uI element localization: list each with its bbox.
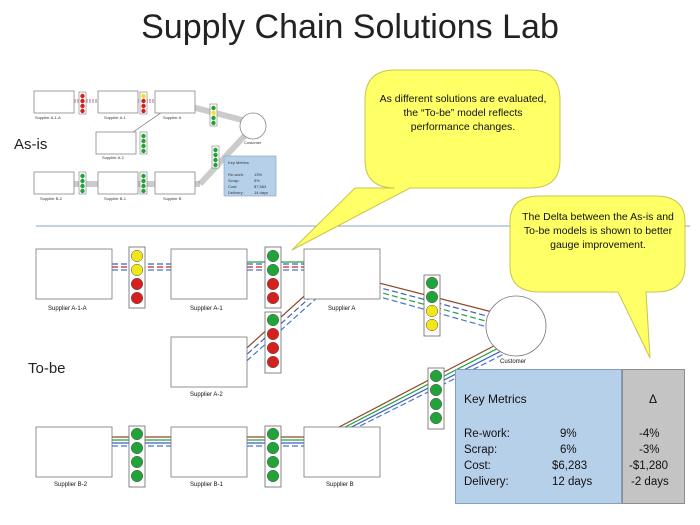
as-is-supplier-a-box [154,90,196,114]
to-be-label: To-be [28,360,66,377]
as-is-metric-value-1: 9% [254,178,260,183]
customer-label: Customer [500,359,527,365]
supplier-b1-label: Supplier B-1 [190,482,224,488]
as-is-metric-label-2: Cost: [228,184,238,189]
as-is-supplier-a1-box [97,90,139,114]
metric-label-delivery: Delivery: [464,476,509,488]
delta-delivery: -2 days [631,476,669,488]
as-is-metrics-title: Key Metrics [228,160,249,165]
stoplight-b1 [264,425,282,488]
as-is-supplier-a1a-label: Supplier A-1-A [35,115,61,120]
as-is-customer-node [239,112,267,140]
as-is-stoplights [78,91,220,195]
metric-label-cost: Cost: [464,460,491,472]
stoplight-a-customer [423,274,441,337]
as-is-metric-value-2: $7,563 [254,184,267,189]
stoplight-a1 [264,246,282,309]
as-is-supplier-b1-label: Supplier B-1 [104,196,127,201]
delta-panel: Δ -4% -3% -$1,280 -2 days [622,369,685,504]
as-is-supplier-a2-label: Supplier A-2 [102,155,124,160]
delta-scrap: -3% [639,444,660,456]
supplier-a1-label: Supplier A-1 [190,306,223,312]
stoplight-b2 [128,425,146,488]
metric-value-delivery: 12 days [552,476,593,488]
as-is-metric-value-3: 14 days [254,190,269,195]
as-is-supplier-a2-box [95,131,137,155]
supplier-b-box [303,426,381,478]
customer-node [485,295,547,357]
supplier-a1-box [170,248,248,300]
as-is-metric-label-1: Scrap: [228,178,240,183]
as-is-metric-label-3: Delivery: [228,190,244,195]
supplier-a2-box [170,336,248,388]
callout-right-bubble [509,195,686,359]
callout-top-text: As different solutions are evaluated, th… [379,93,547,134]
stoplight-b-customer [427,367,445,430]
as-is-supplier-b-box [154,171,196,195]
as-is-supplier-a-label: Supplier A [163,115,182,120]
supplier-a-box [303,248,381,300]
stoplight-a1a [128,246,146,309]
delta-rework: -4% [639,428,660,440]
as-is-customer-label: Customer [244,140,262,145]
supplier-a1a-label: Supplier A-1-A [48,306,87,312]
supplier-a2-label: Supplier A-2 [190,392,223,398]
metric-label-scrap: Scrap: [464,444,498,456]
delta-cost: -$1,280 [629,460,669,472]
as-is-supplier-a1a-box [33,90,75,114]
as-is-metric-label-0: Re-work: [228,172,245,177]
metric-label-rework: Re-work: [464,428,511,440]
supplier-b-label: Supplier B [326,482,354,488]
supplier-b2-box [35,426,113,478]
metric-value-rework: 9% [560,428,577,440]
metric-value-scrap: 6% [560,444,577,456]
as-is-diagram [33,90,277,197]
callout-right-text: The Delta between the As-is and To-be mo… [522,211,674,252]
key-metrics-panel: Key Metrics Re-work: 9% Scrap: 6% Cost: … [455,369,622,504]
supplier-a-label: Supplier A [328,306,356,312]
supplier-b1-box [170,426,248,478]
as-is-metric-value-0: 13% [254,172,263,177]
stoplight-a2 [264,311,282,374]
page-title: Supply Chain Solutions Lab [141,8,559,46]
callout-top-bubble [291,69,561,251]
as-is-label: As-is [14,136,48,153]
supplier-b2-label: Supplier B-2 [54,482,88,488]
delta-header: Δ [649,392,658,406]
key-metrics-title: Key Metrics [464,392,527,406]
as-is-supplier-b2-label: Supplier B-2 [40,196,63,201]
as-is-supplier-a1-label: Supplier A-1 [104,115,126,120]
metric-value-cost: $6,283 [552,460,588,472]
as-is-supplier-b-label: Supplier B [163,196,182,201]
as-is-supplier-b2-box [33,171,75,195]
as-is-supplier-b1-box [97,171,139,195]
as-is-metrics-box [223,155,277,197]
supplier-a1a-box [35,248,113,300]
